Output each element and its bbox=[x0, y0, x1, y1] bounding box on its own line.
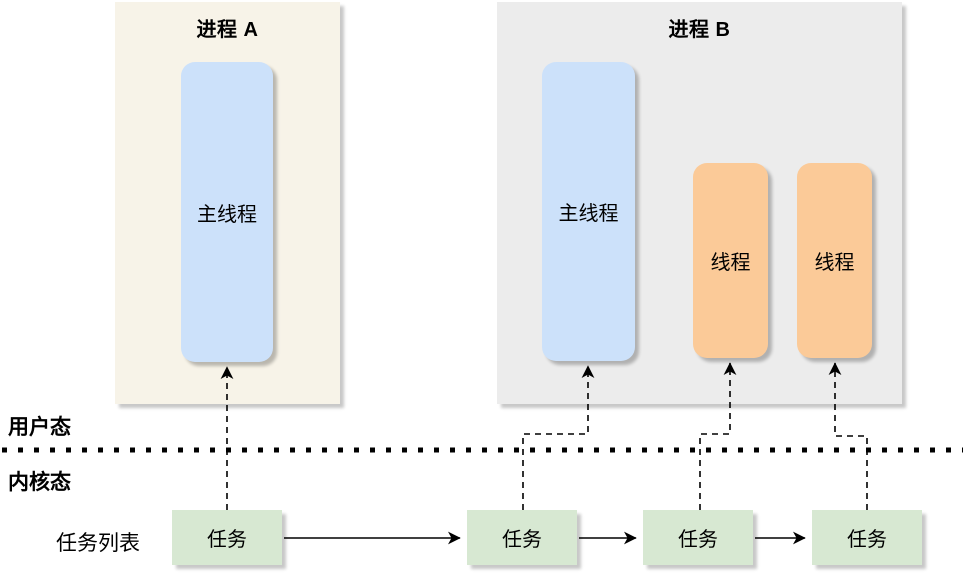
task-box-2: 任务 bbox=[467, 510, 577, 565]
process-b-main-thread-label: 主线程 bbox=[558, 203, 619, 225]
process-b-main-thread: 主线程 bbox=[542, 62, 635, 361]
process-b-thread-2-label: 线程 bbox=[814, 252, 855, 274]
kernel-mode-label: 内核态 bbox=[8, 471, 71, 494]
task-box-4: 任务 bbox=[812, 510, 922, 565]
task-box-3: 任务 bbox=[643, 510, 753, 565]
process-b-title: 进程 B bbox=[668, 19, 731, 41]
task-2-label: 任务 bbox=[502, 529, 542, 551]
task-box-1: 任务 bbox=[172, 510, 282, 565]
task-4-label: 任务 bbox=[847, 529, 887, 551]
task-3-label: 任务 bbox=[678, 529, 718, 551]
user-mode-label: 用户态 bbox=[8, 416, 71, 439]
process-a-main-thread-label: 主线程 bbox=[197, 203, 257, 226]
task-1-label: 任务 bbox=[207, 529, 247, 551]
process-b-thread-2: 线程 bbox=[797, 163, 872, 358]
process-a-main-thread: 主线程 bbox=[181, 62, 273, 362]
process-b-thread-1-label: 线程 bbox=[710, 252, 751, 274]
process-b-thread-1: 线程 bbox=[693, 163, 768, 358]
process-a-title: 进程 A bbox=[196, 19, 259, 41]
task-list-label: 任务列表 bbox=[56, 532, 140, 555]
